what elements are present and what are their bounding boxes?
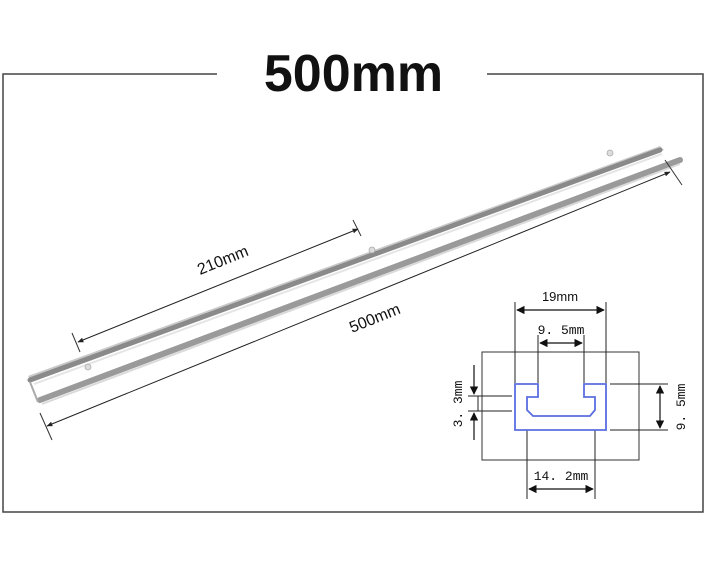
dimension-500mm: 500mm	[39, 159, 683, 441]
mounting-hole-icon	[84, 363, 92, 371]
label-3-3mm: 3. 3mm	[451, 380, 466, 427]
mounting-hole-icon	[606, 149, 614, 157]
label-slot-opening: 9. 5mm	[538, 323, 585, 338]
label-500mm: 500mm	[347, 301, 403, 337]
label-19mm: 19mm	[542, 289, 578, 304]
frame-border	[2, 73, 704, 513]
t-track-profile	[514, 383, 607, 431]
cross-section-diagram: 19mm 9. 5mm 14. 2mm 9. 5mm 3. 3mm	[451, 289, 689, 499]
page-title: 500mm	[263, 45, 444, 103]
mounting-hole-icon	[368, 246, 376, 254]
label-210mm: 210mm	[195, 243, 251, 279]
aluminum-rail	[27, 146, 683, 405]
label-14-2mm: 14. 2mm	[534, 469, 589, 484]
label-height: 9. 5mm	[674, 383, 689, 430]
